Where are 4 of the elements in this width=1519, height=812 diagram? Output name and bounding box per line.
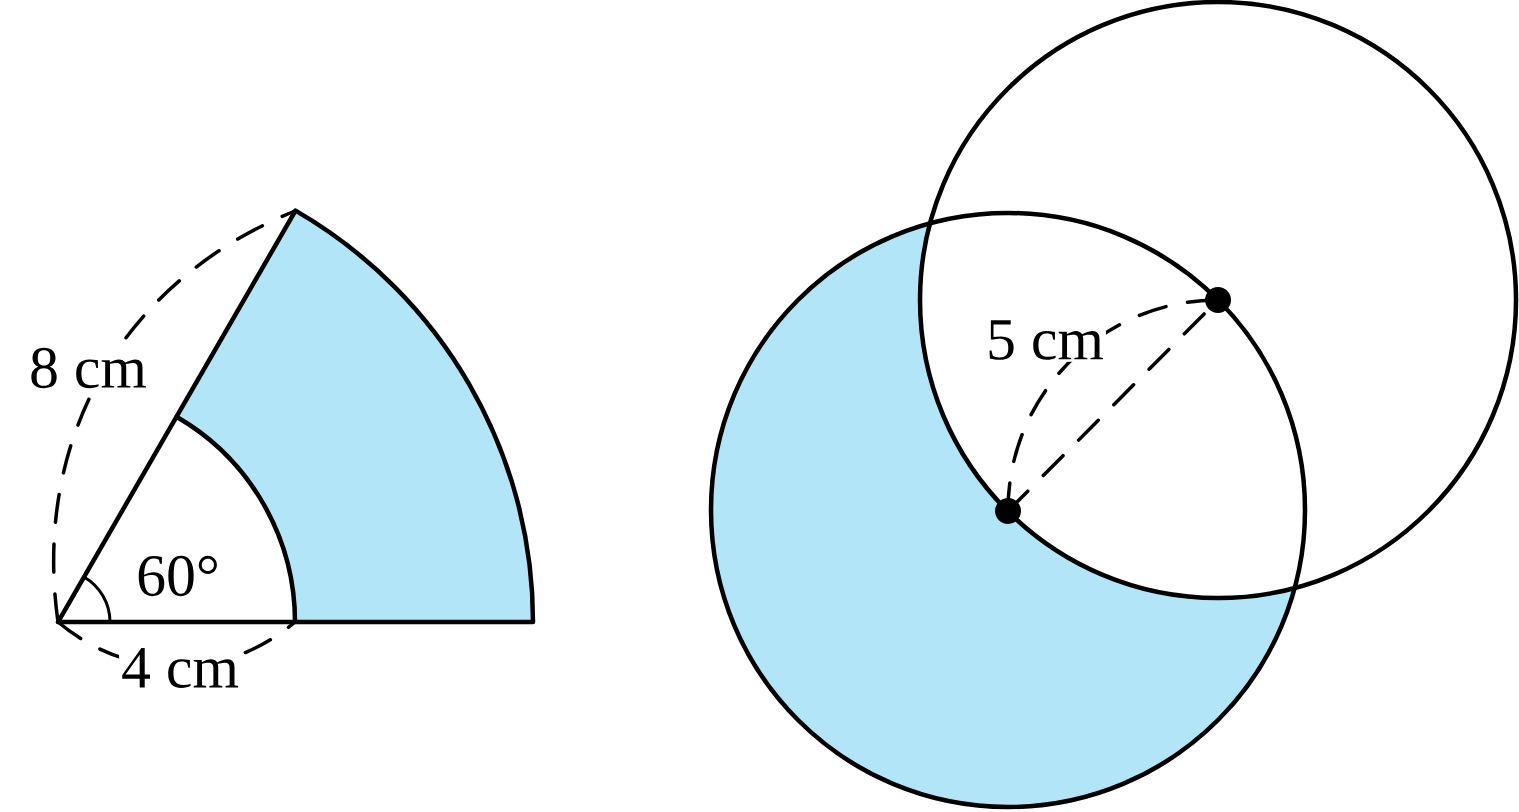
dimension-label: 4 cm bbox=[119, 646, 241, 690]
dimension-label: 5 cm bbox=[984, 318, 1106, 362]
dimension-label: 8 cm bbox=[27, 345, 149, 391]
dimension-label: 60° bbox=[138, 555, 217, 597]
